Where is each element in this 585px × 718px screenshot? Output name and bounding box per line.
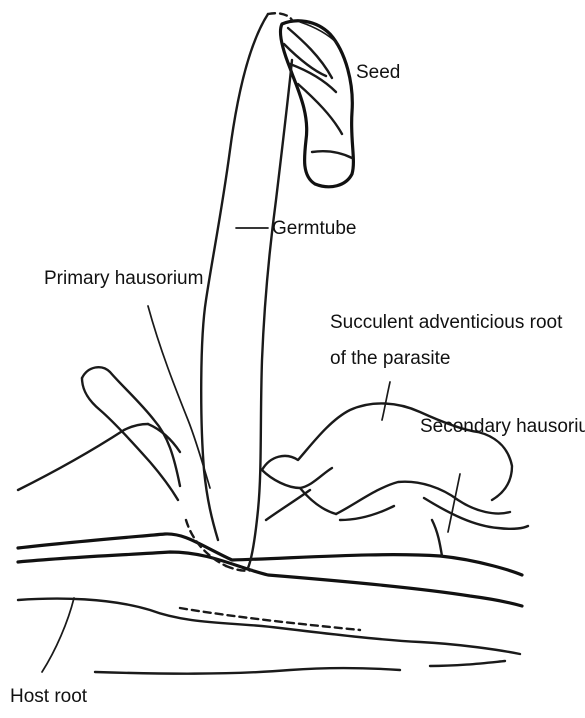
leader-lines xyxy=(42,228,460,672)
secondary-haustorium xyxy=(432,520,442,556)
germtube-label: Germtube xyxy=(272,218,356,239)
adventitious-root-left xyxy=(18,367,180,500)
succulent-root-label-line2: of the parasite xyxy=(330,348,450,369)
succulent-root-label-line1: Succulent adventicious root xyxy=(330,312,563,333)
seed-label: Seed xyxy=(356,62,400,83)
host-root xyxy=(18,534,522,674)
germ-tube xyxy=(201,13,292,568)
primary-haustorium-label: Primary hausorium xyxy=(44,268,203,289)
seed xyxy=(280,21,353,187)
labels: Seed Germtube Primary hausorium Succulen… xyxy=(10,62,585,707)
host-root-label: Host root xyxy=(10,686,88,707)
secondary-haustorium-label: Secondary hausorium xyxy=(420,416,585,437)
primary-haustorium xyxy=(186,520,252,571)
